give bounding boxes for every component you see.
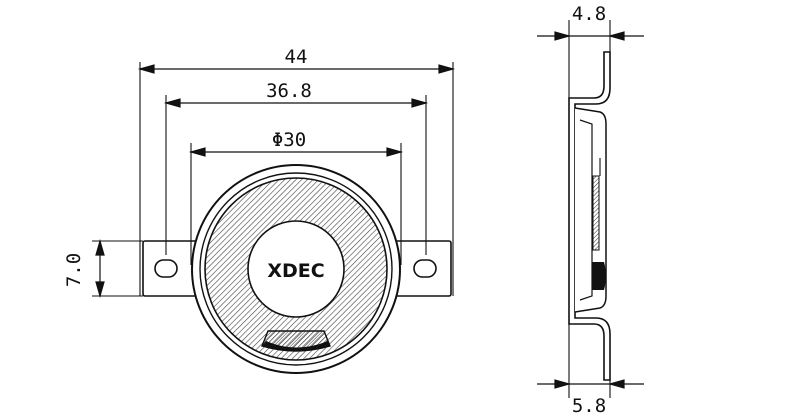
side-magnet [592,175,600,251]
side-cone [579,119,593,301]
dim-top-label: 4.8 [572,3,606,25]
dim-4-8 [537,31,644,41]
dim-36-8 [163,98,429,108]
dim-flange-height-label: 7.0 [63,253,85,287]
side-view: 4.8 5.8 [537,3,644,417]
left-mounting-hole [154,259,178,278]
side-terminal [592,262,606,290]
dim-7-0 [95,238,105,299]
dim-diameter-label: Φ30 [272,129,306,151]
front-view: XDEC 44 36.8 [63,46,456,374]
dim-overall-width-label: 44 [285,46,308,68]
terminal-fill [262,341,330,351]
dim-hole-spacing-label: 36.8 [266,80,312,102]
dim-phi-30 [188,147,404,157]
dim-44 [137,64,456,74]
right-mounting-hole [413,259,437,278]
dim-5-8 [537,379,644,389]
dim-bottom-label: 5.8 [572,395,606,417]
brand-label: XDEC [267,260,324,282]
dust-cap [247,220,345,318]
